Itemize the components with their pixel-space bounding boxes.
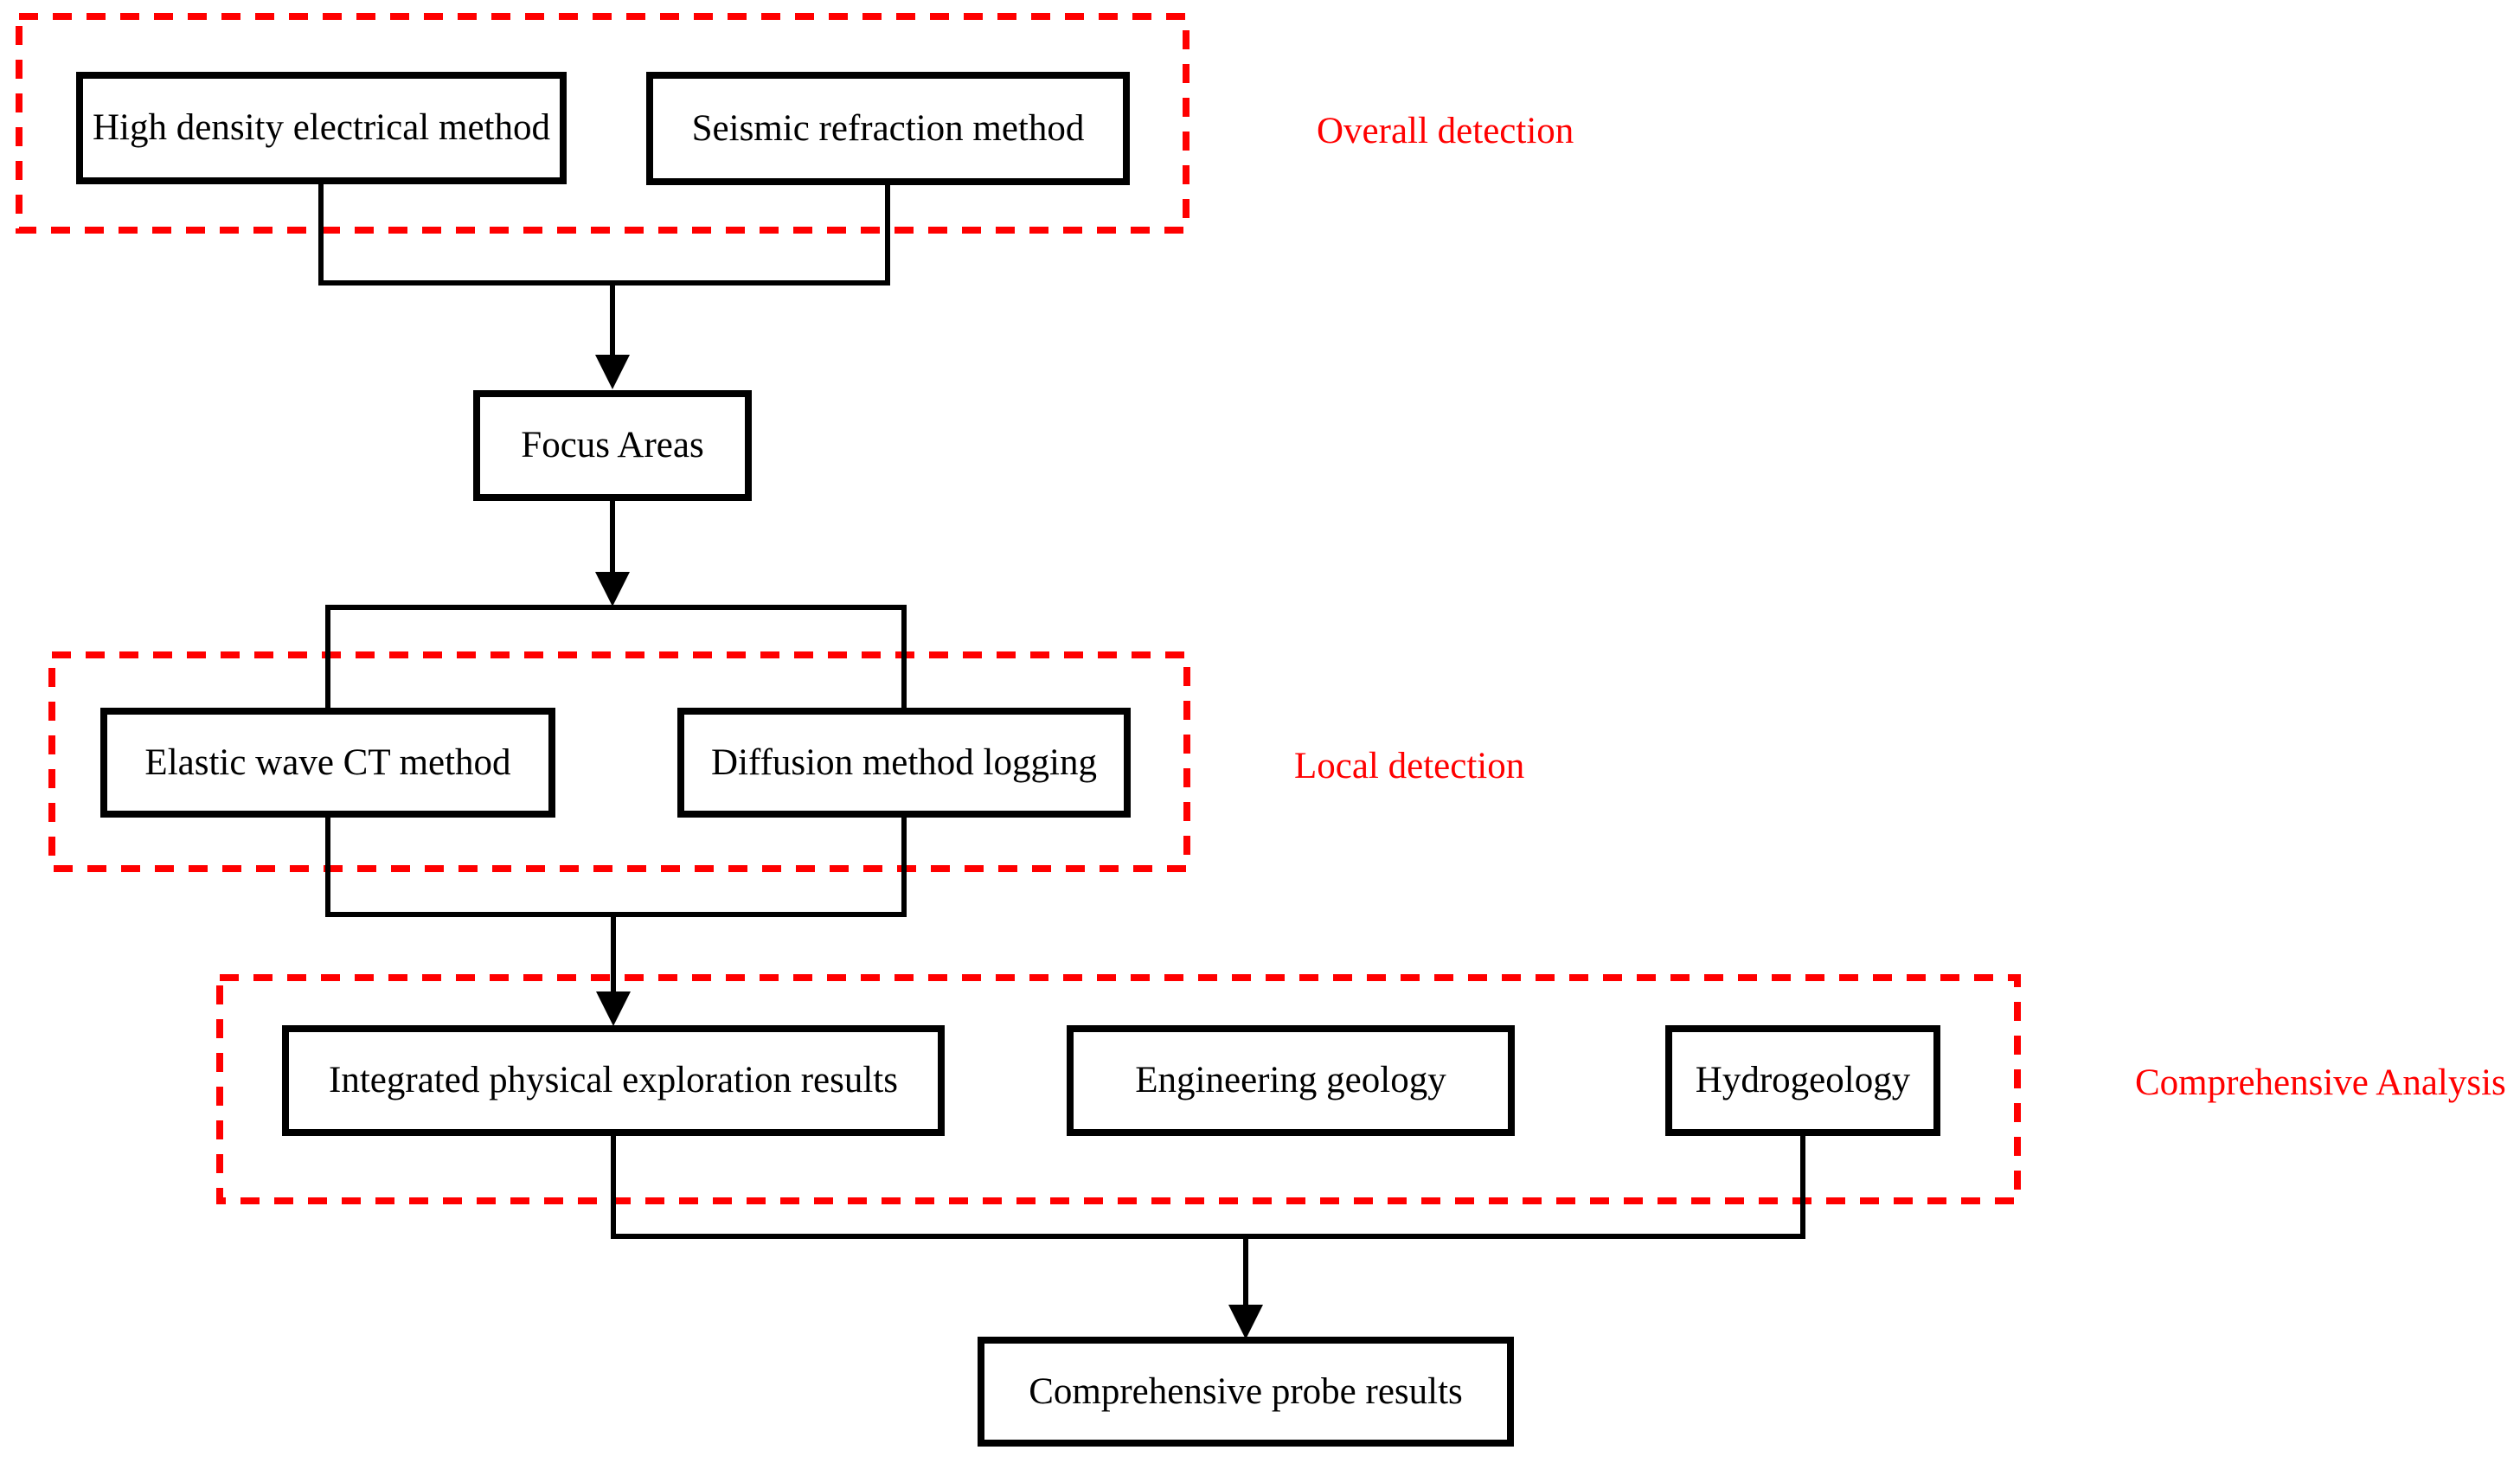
node-label: Engineering geology	[1135, 1060, 1446, 1101]
label-local-detection: Local detection	[1294, 746, 1525, 786]
node-label: Seismic refraction method	[691, 107, 1085, 149]
label-overall-detection: Overall detection	[1317, 111, 1574, 151]
node-engineering-geology: Engineering geology	[1067, 1025, 1515, 1136]
overall-detection-dashed-box	[16, 13, 1189, 234]
node-label: Comprehensive probe results	[1029, 1370, 1463, 1412]
label-comprehensive-analysis: Comprehensive Analysis	[2135, 1062, 2506, 1103]
node-label: High density electrical method	[93, 107, 550, 149]
node-seismic-refraction-method: Seismic refraction method	[646, 72, 1130, 185]
node-label: Focus Areas	[521, 425, 704, 466]
node-hydrogeology: Hydrogeology	[1665, 1025, 1940, 1136]
arrowhead-to-integrated	[596, 991, 631, 1026]
node-integrated-physical-exploration-results: Integrated physical exploration results	[282, 1025, 945, 1136]
node-high-density-electrical-method: High density electrical method	[76, 72, 567, 184]
node-label: Elastic wave CT method	[144, 741, 511, 783]
node-elastic-wave-ct-method: Elastic wave CT method	[100, 708, 555, 818]
node-diffusion-method-logging: Diffusion method logging	[677, 708, 1131, 818]
arrowhead-to-local-split	[595, 572, 630, 606]
node-comprehensive-probe-results: Comprehensive probe results	[978, 1337, 1514, 1447]
arrowhead-to-probe	[1228, 1305, 1263, 1339]
arrowhead-to-focus	[595, 355, 630, 389]
node-label: Diffusion method logging	[711, 741, 1097, 783]
comprehensive-analysis-dashed-box	[216, 974, 2021, 1204]
node-focus-areas: Focus Areas	[473, 390, 752, 501]
node-label: Hydrogeology	[1695, 1060, 1911, 1101]
node-label: Integrated physical exploration results	[329, 1060, 898, 1101]
